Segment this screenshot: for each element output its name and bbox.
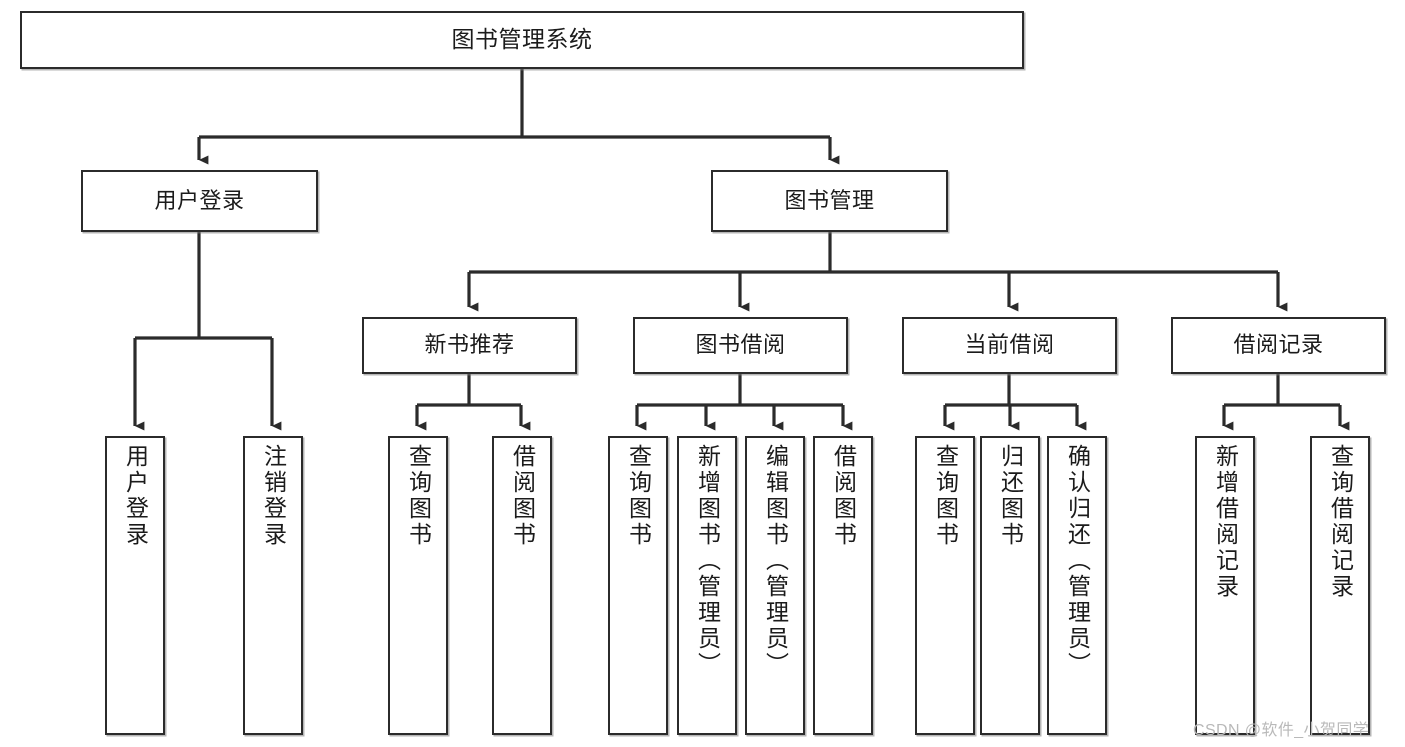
- node-borrow-record[interactable]: 借阅记录: [1171, 317, 1386, 374]
- leaf-logout[interactable]: 注销登录: [243, 436, 303, 735]
- node-new-book-recommend-label: 新书推荐: [424, 332, 515, 358]
- node-current-borrow[interactable]: 当前借阅: [902, 317, 1117, 374]
- node-book-borrow-label: 图书借阅: [695, 332, 786, 358]
- node-root-label: 图书管理系统: [451, 26, 593, 53]
- leaf-cb-confirm-return-label: 确认归还（管理员）: [1064, 444, 1091, 678]
- leaf-bb-edit-book-label: 编辑图书（管理员）: [762, 444, 789, 678]
- leaf-cb-query-book[interactable]: 查询图书: [915, 436, 975, 735]
- node-new-book-recommend[interactable]: 新书推荐: [362, 317, 577, 374]
- leaf-br-add-record-label: 新增借阅记录: [1212, 444, 1239, 600]
- node-user-login-label: 用户登录: [154, 187, 245, 213]
- leaf-nb-borrow-book-label: 借阅图书: [509, 444, 536, 548]
- leaf-bb-query-book-label: 查询图书: [625, 444, 652, 548]
- leaf-br-add-record[interactable]: 新增借阅记录: [1195, 436, 1255, 735]
- leaf-bb-add-book-label: 新增图书（管理员）: [694, 444, 721, 678]
- leaf-cb-confirm-return[interactable]: 确认归还（管理员）: [1047, 436, 1107, 735]
- leaf-bb-borrow-book-label: 借阅图书: [830, 444, 857, 548]
- node-current-borrow-label: 当前借阅: [964, 332, 1055, 358]
- leaf-logout-label: 注销登录: [260, 444, 287, 548]
- node-book-management[interactable]: 图书管理: [711, 170, 948, 232]
- leaf-br-query-record[interactable]: 查询借阅记录: [1310, 436, 1370, 735]
- leaf-cb-return-book[interactable]: 归还图书: [980, 436, 1040, 735]
- leaf-br-query-record-label: 查询借阅记录: [1327, 444, 1354, 600]
- leaf-bb-query-book[interactable]: 查询图书: [608, 436, 668, 735]
- node-book-management-label: 图书管理: [784, 187, 875, 213]
- leaf-nb-query-book-label: 查询图书: [405, 444, 432, 548]
- node-user-login[interactable]: 用户登录: [81, 170, 318, 232]
- leaf-user-login-label: 用户登录: [122, 444, 149, 548]
- leaf-nb-borrow-book[interactable]: 借阅图书: [492, 436, 552, 735]
- node-root[interactable]: 图书管理系统: [20, 11, 1024, 69]
- leaf-cb-return-book-label: 归还图书: [997, 444, 1024, 548]
- leaf-user-login[interactable]: 用户登录: [105, 436, 165, 735]
- leaf-cb-query-book-label: 查询图书: [932, 444, 959, 548]
- watermark: CSDN @软件_小贺同学: [1193, 722, 1370, 739]
- leaf-bb-add-book[interactable]: 新增图书（管理员）: [677, 436, 737, 735]
- leaf-bb-edit-book[interactable]: 编辑图书（管理员）: [745, 436, 805, 735]
- leaf-nb-query-book[interactable]: 查询图书: [388, 436, 448, 735]
- node-book-borrow[interactable]: 图书借阅: [633, 317, 848, 374]
- node-borrow-record-label: 借阅记录: [1233, 332, 1324, 358]
- leaf-bb-borrow-book[interactable]: 借阅图书: [813, 436, 873, 735]
